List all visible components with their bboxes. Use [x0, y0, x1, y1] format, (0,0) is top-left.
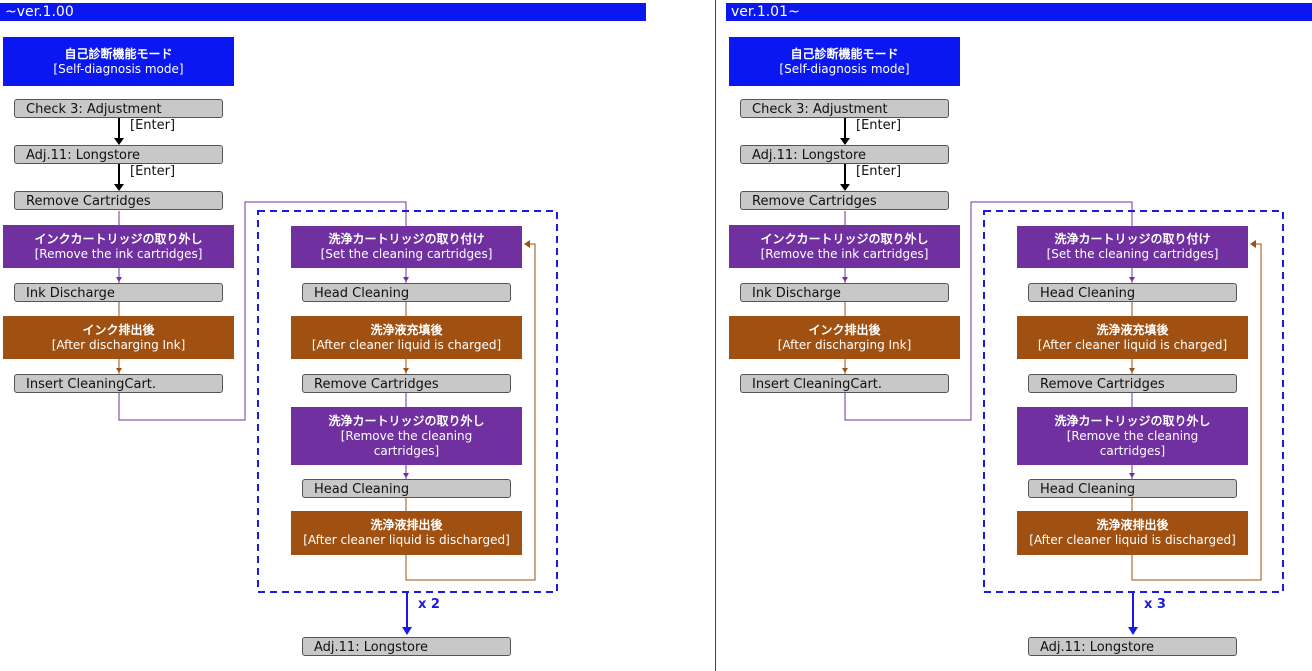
head-cleaning-step-2: Head Cleaning — [1028, 479, 1237, 498]
charged-en: [After cleaner liquid is charged] — [1037, 337, 1228, 352]
remove-ink-en: [Remove the ink cartridges] — [34, 246, 203, 261]
self-diagnosis-mode-box: 自己診断機能モード [Self-diagnosis mode] — [729, 37, 960, 86]
remove-clean-en-2: cartridges] — [1099, 443, 1166, 458]
set-clean-en: [Set the cleaning cartridges] — [320, 247, 493, 261]
adj-longstore-step: Adj.11: Longstore — [14, 145, 223, 164]
discharged-jp: 洗浄液排出後 — [1096, 518, 1169, 532]
set-clean-en: [Set the cleaning cartridges] — [1046, 247, 1219, 261]
after-cleaner-charged-box: 洗浄液充填後 [After cleaner liquid is charged] — [291, 316, 522, 359]
remove-cleaning-cartridges-box: 洗浄カートリッジの取り外し [Remove the cleaning cartr… — [1017, 407, 1248, 465]
after-ink-jp: インク排出後 — [82, 322, 155, 337]
check-adjustment-step: Check 3: Adjustment — [740, 99, 949, 118]
set-cleaning-cartridges-box: 洗浄カートリッジの取り付け [Set the cleaning cartridg… — [1017, 226, 1248, 268]
remove-cartridges-step: Remove Cartridges — [14, 191, 223, 210]
head-cleaning-step-1: Head Cleaning — [1028, 283, 1237, 302]
mode-title-en: [Self-diagnosis mode] — [53, 61, 184, 76]
final-adj-longstore-step: Adj.11: Longstore — [1028, 637, 1237, 656]
remove-cartridges-loop-step: Remove Cartridges — [1028, 374, 1237, 393]
enter-label-1: [Enter] — [130, 118, 176, 133]
flow-connectors — [114, 118, 558, 635]
panel-ver-1-00: ~ver.1.00 自己診断機能モード [Self- — [0, 0, 646, 671]
remove-cartridges-step: Remove Cartridges — [740, 191, 949, 210]
after-cleaner-discharged-box: 洗浄液排出後 [After cleaner liquid is discharg… — [1017, 511, 1248, 555]
repeat-count-label: x 3 — [1144, 597, 1166, 612]
adj-longstore-step: Adj.11: Longstore — [740, 145, 949, 164]
discharged-en: [After cleaner liquid is discharged] — [1029, 533, 1236, 547]
mode-title-en: [Self-diagnosis mode] — [779, 61, 910, 76]
set-clean-jp: 洗浄カートリッジの取り付け — [328, 232, 485, 246]
remove-clean-en-1: [Remove the cleaning — [1066, 428, 1199, 443]
remove-clean-en-2: cartridges] — [373, 443, 440, 458]
ink-discharge-step: Ink Discharge — [14, 283, 223, 302]
charged-en: [After cleaner liquid is charged] — [311, 337, 502, 352]
charged-jp: 洗浄液充填後 — [370, 322, 443, 337]
mode-title-jp: 自己診断機能モード — [64, 46, 173, 61]
enter-label-2: [Enter] — [130, 164, 176, 179]
ink-discharge-step: Ink Discharge — [740, 283, 949, 302]
discharged-en: [After cleaner liquid is discharged] — [303, 533, 510, 547]
self-diagnosis-mode-box: 自己診断機能モード [Self-diagnosis mode] — [3, 37, 234, 86]
after-cleaner-discharged-box: 洗浄液排出後 [After cleaner liquid is discharg… — [291, 511, 522, 555]
remove-clean-en-1: [Remove the cleaning — [340, 428, 473, 443]
set-cleaning-cartridges-box: 洗浄カートリッジの取り付け [Set the cleaning cartridg… — [291, 226, 522, 268]
repeat-count-label: x 2 — [418, 597, 440, 612]
mode-title-jp: 自己診断機能モード — [790, 46, 899, 61]
panel-header: ver.1.01~ — [726, 3, 1312, 21]
after-ink-jp: インク排出後 — [808, 322, 881, 337]
after-ink-en: [After discharging Ink] — [777, 337, 912, 352]
head-cleaning-step-1: Head Cleaning — [302, 283, 511, 302]
discharged-jp: 洗浄液排出後 — [370, 518, 443, 532]
after-cleaner-charged-box: 洗浄液充填後 [After cleaner liquid is charged] — [1017, 316, 1248, 359]
check-adjustment-step: Check 3: Adjustment — [14, 99, 223, 118]
enter-label-1: [Enter] — [856, 118, 902, 133]
remove-ink-jp: インクカートリッジの取り外し — [760, 231, 929, 246]
flow-connectors — [840, 118, 1284, 635]
remove-ink-jp: インクカートリッジの取り外し — [34, 231, 203, 246]
after-discharging-ink-box: インク排出後 [After discharging Ink] — [3, 316, 234, 359]
enter-label-2: [Enter] — [856, 164, 902, 179]
remove-ink-cartridges-box: インクカートリッジの取り外し [Remove the ink cartridge… — [3, 225, 234, 268]
set-clean-jp: 洗浄カートリッジの取り付け — [1054, 232, 1211, 246]
panel-ver-1-01: ver.1.01~ 自己診断機能モード [Self-diagnosis mode… — [726, 0, 1312, 671]
after-discharging-ink-box: インク排出後 [After discharging Ink] — [729, 316, 960, 359]
panel-header: ~ver.1.00 — [0, 3, 646, 21]
insert-cleaning-cart-step: Insert CleaningCart. — [14, 374, 223, 393]
after-ink-en: [After discharging Ink] — [51, 337, 186, 352]
remove-ink-en: [Remove the ink cartridges] — [760, 246, 929, 261]
charged-jp: 洗浄液充填後 — [1096, 322, 1169, 337]
final-adj-longstore-step: Adj.11: Longstore — [302, 637, 511, 656]
remove-cartridges-loop-step: Remove Cartridges — [302, 374, 511, 393]
insert-cleaning-cart-step: Insert CleaningCart. — [740, 374, 949, 393]
remove-clean-jp: 洗浄カートリッジの取り外し — [328, 413, 485, 428]
remove-cleaning-cartridges-box: 洗浄カートリッジの取り外し [Remove the cleaning cartr… — [291, 407, 522, 465]
head-cleaning-step-2: Head Cleaning — [302, 479, 511, 498]
remove-clean-jp: 洗浄カートリッジの取り外し — [1054, 413, 1211, 428]
remove-ink-cartridges-box: インクカートリッジの取り外し [Remove the ink cartridge… — [729, 225, 960, 268]
panel-separator — [715, 0, 716, 671]
